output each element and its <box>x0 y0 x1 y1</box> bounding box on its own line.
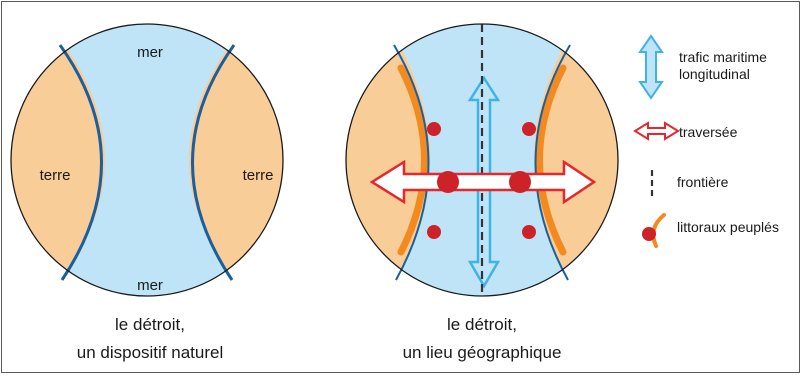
legend-crossing-arrow-icon <box>633 121 680 141</box>
land-right <box>534 50 618 270</box>
legend: trafic maritime longitudinal traversée f… <box>633 34 779 248</box>
legend-border-label: frontière <box>677 174 729 190</box>
land-label-right: terre <box>243 167 274 184</box>
geographic-strait-diagram: le détroit, un lieu géographique <box>345 23 619 362</box>
legend-traffic-arrow-icon <box>638 34 664 100</box>
coastline-right <box>534 44 571 281</box>
legend-traffic-line1: trafic maritime <box>679 49 767 65</box>
left-caption-line2: un dispositif naturel <box>77 343 223 362</box>
right-caption-line2: un lieu géographique <box>403 343 562 362</box>
coastline-left <box>58 44 103 281</box>
legend-crossing-label: traversée <box>679 124 738 140</box>
crossing-arrow <box>369 159 597 205</box>
town-dot <box>427 225 441 239</box>
circle-outline <box>10 23 284 297</box>
right-caption-line1: le détroit, <box>447 315 517 334</box>
town-dot <box>522 122 536 136</box>
town-dot <box>522 225 536 239</box>
sea-label-bottom: mer <box>137 277 163 294</box>
sea-label-top: mer <box>137 44 163 61</box>
legend-coasts-label: littoraux peuplés <box>677 219 779 235</box>
legend-traffic-line2: longitudinal <box>679 66 750 82</box>
legend-town-icon <box>642 227 656 241</box>
port-dot-right <box>509 171 531 193</box>
land-left <box>11 50 105 270</box>
town-dot <box>427 122 441 136</box>
circle-outline <box>345 23 619 297</box>
populated-coast-right <box>536 64 567 256</box>
populated-coast-left <box>397 64 428 256</box>
left-caption-line1: le détroit, <box>115 315 185 334</box>
coastline-left <box>393 44 430 281</box>
port-dot-left <box>437 171 459 193</box>
natural-strait-diagram: mer mer terre terre le détroit, un dispo… <box>10 23 284 362</box>
coastline-right <box>191 44 236 281</box>
land-label-left: terre <box>40 167 71 184</box>
